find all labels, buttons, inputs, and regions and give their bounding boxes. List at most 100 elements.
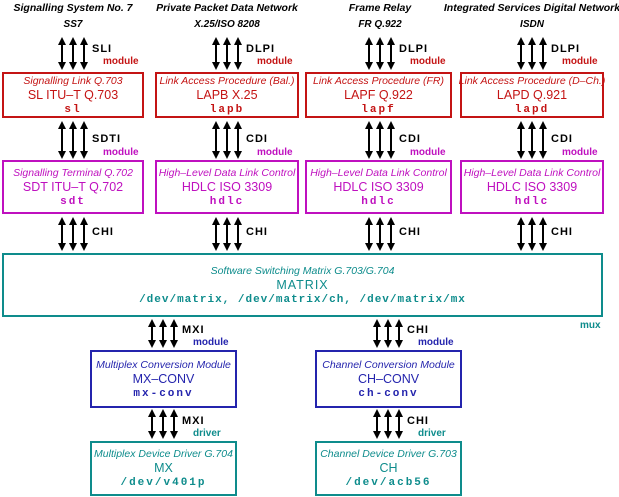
network-subheader-ss7: SS7 <box>63 19 83 30</box>
driver-name: CH <box>379 461 398 475</box>
module-box-mx-conv: Multiplex Conversion Module MX–CONV mx-c… <box>90 350 237 408</box>
module-tag: module <box>410 147 446 158</box>
module-title: Link Access Procedure (FR) <box>313 74 444 87</box>
module-name: hdlc <box>361 195 396 208</box>
arrow-icon <box>517 121 525 159</box>
arrow-icon <box>517 217 525 251</box>
arrow-icon <box>212 217 220 251</box>
module-tag: module <box>103 56 139 67</box>
interface-label-dlpi: DLPI <box>399 43 429 55</box>
module-box-lapf: Link Access Procedure (FR) LAPF Q.922 la… <box>305 72 452 118</box>
driver-tag: driver <box>193 428 221 439</box>
module-title: Link Access Procedure (Bal.) <box>159 74 295 87</box>
arrow-icon <box>223 121 231 159</box>
bidirectional-arrows-icon <box>373 319 403 348</box>
bidirectional-arrows-icon <box>212 217 242 251</box>
arrow-icon <box>223 217 231 251</box>
bidirectional-arrows-icon <box>58 121 88 159</box>
bidirectional-arrows-icon <box>517 217 547 251</box>
module-title: Channel Conversion Module <box>322 358 455 371</box>
arrow-icon <box>80 217 88 251</box>
arrow-icon <box>376 217 384 251</box>
module-name: hdlc <box>514 195 550 208</box>
module-name: lapb <box>209 103 245 116</box>
bidirectional-arrows-icon <box>58 217 88 251</box>
interface-label-chi: CHI <box>551 226 573 238</box>
bidirectional-arrows-icon <box>148 409 178 439</box>
arrow-icon <box>69 217 77 251</box>
arrow-icon <box>373 409 381 439</box>
arrow-icon <box>387 217 395 251</box>
module-box-lapb: Link Access Procedure (Bal.) LAPB X.25 l… <box>155 72 299 118</box>
interface-label-chi: CHI <box>246 226 268 238</box>
module-tag: module <box>257 147 293 158</box>
arrow-icon <box>148 319 156 348</box>
arrow-icon <box>58 37 66 70</box>
arrow-icon <box>376 37 384 70</box>
interface-label-cdi: CDI <box>246 133 268 145</box>
module-tag: module <box>418 337 454 348</box>
driver-device: /dev/v401p <box>120 477 207 489</box>
arrow-icon <box>365 217 373 251</box>
module-standard: MX–CONV <box>132 371 195 386</box>
network-header-x25: Private Packet Data Network <box>156 2 298 14</box>
module-box-sl: Signalling Link Q.703 SL ITU–T Q.703 sl <box>2 72 144 118</box>
module-name: sl <box>64 103 82 116</box>
arrow-icon <box>528 37 536 70</box>
driver-title: Channel Device Driver G.703 <box>320 448 457 460</box>
module-standard: SDT ITU–T Q.702 <box>22 179 124 194</box>
matrix-name: MATRIX <box>276 277 329 292</box>
interface-label-chi: CHI <box>399 226 421 238</box>
module-name: mx-conv <box>133 387 194 400</box>
bidirectional-arrows-icon <box>365 217 395 251</box>
module-name: lapd <box>514 103 550 116</box>
arrow-icon <box>517 37 525 70</box>
driver-device: /dev/acb56 <box>345 477 432 489</box>
module-standard: HDLC ISO 3309 <box>181 179 273 194</box>
interface-label-chi: CHI <box>407 415 429 427</box>
arrow-icon <box>170 409 178 439</box>
module-title: High–Level Data Link Control <box>158 166 296 179</box>
module-tag: module <box>193 337 229 348</box>
module-box-hdlc: High–Level Data Link Control HDLC ISO 33… <box>305 160 452 214</box>
mux-tag: mux <box>580 320 601 331</box>
arrow-icon <box>539 217 547 251</box>
driver-box-mx: Multiplex Device Driver G.704 MX /dev/v4… <box>90 441 237 496</box>
interface-label-chi: CHI <box>407 324 429 336</box>
bidirectional-arrows-icon <box>365 37 395 70</box>
matrix-devices: /dev/matrix, /dev/matrix/ch, /dev/matrix… <box>139 293 466 306</box>
module-box-lapd: Link Access Procedure (D–Ch.) LAPD Q.921… <box>459 72 605 118</box>
arrow-icon <box>365 37 373 70</box>
driver-title: Multiplex Device Driver G.704 <box>94 448 233 460</box>
bidirectional-arrows-icon <box>373 409 403 439</box>
module-standard: HDLC ISO 3309 <box>486 179 578 194</box>
interface-label-cdi: CDI <box>399 133 421 145</box>
module-box-ch-conv: Channel Conversion Module CH–CONV ch-con… <box>315 350 462 408</box>
network-subheader-fr: FR Q.922 <box>358 19 402 30</box>
bidirectional-arrows-icon <box>58 37 88 70</box>
module-standard: LAPB X.25 <box>196 87 258 102</box>
arrow-icon <box>387 121 395 159</box>
module-title: High–Level Data Link Control <box>310 166 447 179</box>
module-tag: module <box>410 56 446 67</box>
module-tag: module <box>103 147 139 158</box>
arrow-icon <box>539 37 547 70</box>
interface-label-dlpi: DLPI <box>551 43 581 55</box>
arrow-icon <box>80 37 88 70</box>
interface-label-chi: CHI <box>92 226 114 238</box>
matrix-box: Software Switching Matrix G.703/G.704 MA… <box>2 253 603 317</box>
module-name: ch-conv <box>358 387 419 400</box>
arrow-icon <box>223 37 231 70</box>
arrow-icon <box>395 319 403 348</box>
interface-label-dlpi: DLPI <box>246 43 276 55</box>
arrow-icon <box>80 121 88 159</box>
network-subheader-x25: X.25/ISO 8208 <box>194 19 260 30</box>
interface-label-mxi: MXI <box>182 324 205 336</box>
arrow-icon <box>395 409 403 439</box>
driver-box-ch: Channel Device Driver G.703 CH /dev/acb5… <box>315 441 462 496</box>
matrix-title: Software Switching Matrix G.703/G.704 <box>210 264 395 277</box>
arrow-icon <box>170 319 178 348</box>
module-title: High–Level Data Link Control <box>463 166 601 179</box>
module-tag: module <box>562 56 598 67</box>
bidirectional-arrows-icon <box>148 319 178 348</box>
